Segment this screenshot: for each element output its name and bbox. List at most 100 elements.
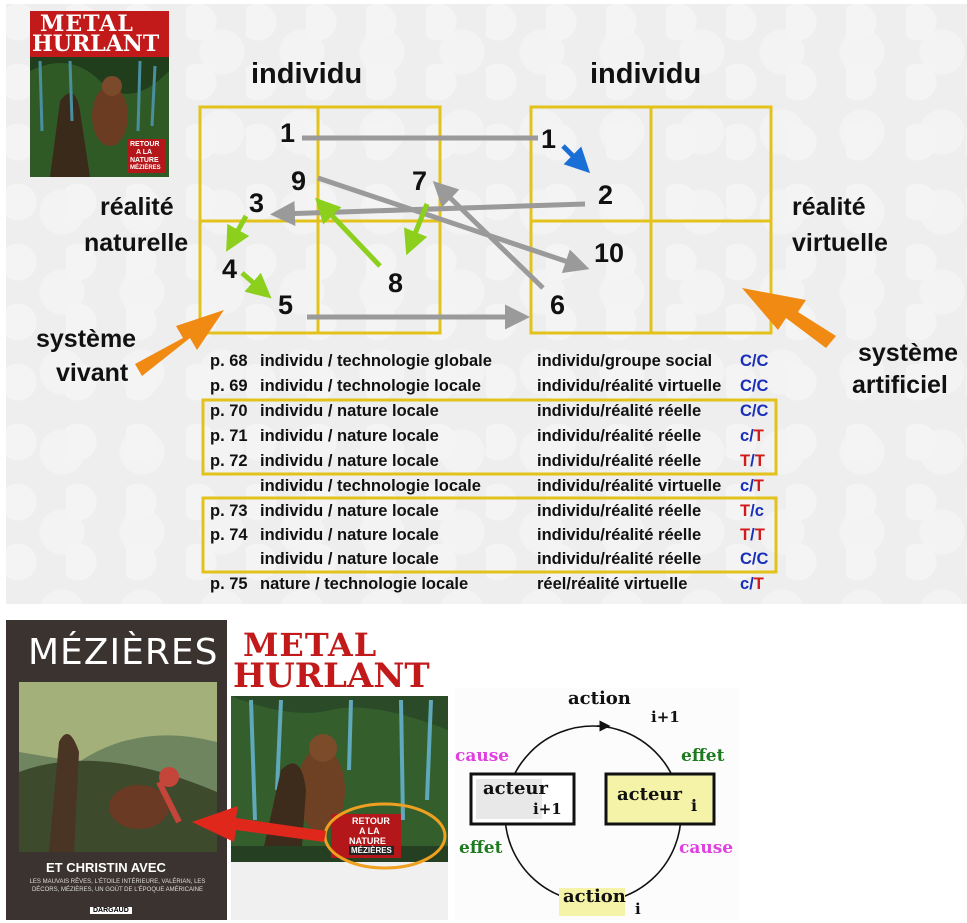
row-code-first: T xyxy=(740,502,751,520)
metal-large-badge-1: RETOUR xyxy=(352,816,390,826)
cycle-effet-left: effet xyxy=(459,838,503,858)
row-code: C/C xyxy=(740,352,768,371)
row-code: c/T xyxy=(740,477,764,496)
arrow-1-to-2-blue xyxy=(561,144,591,174)
row-relation-a: individu / nature locale xyxy=(260,526,439,544)
row-code-sep: / xyxy=(751,402,757,420)
row-relation-b: individu/réalité virtuelle xyxy=(537,477,722,495)
row-code-second: T xyxy=(753,427,764,445)
mezieres-blurb: LES MAUVAIS RÊVES, L'ÉTOILE INTÉRIEURE, … xyxy=(29,879,206,893)
row-relation-b: individu/réalité réelle xyxy=(537,402,702,420)
node-7: 7 xyxy=(412,166,428,196)
grid-right xyxy=(529,105,773,335)
row-relation-a: nature / technologie locale xyxy=(260,575,469,593)
metal-large-badge-3: NATURE xyxy=(349,836,386,846)
cycle-svg xyxy=(469,720,716,916)
row-code-first: c xyxy=(740,575,750,593)
arrow-8-to-9 xyxy=(315,197,382,268)
row-relation-b: individu/réalité réelle xyxy=(537,502,702,520)
green-arrows xyxy=(226,197,430,299)
actor-right-sub: i xyxy=(691,796,698,815)
row-code: C/C xyxy=(740,377,768,396)
row-page: p. 72 xyxy=(210,452,248,470)
actor-right-label: acteur xyxy=(617,784,682,805)
badge-highlight-ellipse xyxy=(323,802,447,870)
row-code-sep: / xyxy=(751,352,757,370)
label-realite-virtuelle-2: virtuelle xyxy=(792,229,888,257)
header-individu-left: individu xyxy=(251,58,363,90)
cycle-action-top: action xyxy=(568,688,631,709)
node-6: 6 xyxy=(550,290,566,320)
row-relation-a: individu / technologie locale xyxy=(260,377,481,395)
label-systeme-vivant-1: système xyxy=(36,325,137,353)
row-code-first: C xyxy=(740,352,752,370)
row-code-first: C xyxy=(740,402,752,420)
grid-arrows-layer xyxy=(135,105,836,574)
mezieres-title: MÉZIÈRES xyxy=(28,632,219,673)
row-code: C/C xyxy=(740,402,768,421)
orange-arrow-right xyxy=(742,288,836,348)
arrow-4-to-5 xyxy=(240,271,272,299)
row-code-sep: / xyxy=(751,377,757,395)
cycle-action-top-sub: i+1 xyxy=(651,708,680,726)
row-page: p. 68 xyxy=(210,352,248,370)
row-page: p. 73 xyxy=(210,502,248,520)
cover-badge-line3: NATURE xyxy=(130,157,159,164)
row-code-first: T xyxy=(740,452,751,470)
row-relation-a: individu / nature locale xyxy=(260,427,439,445)
row-relation-b: individu/réalité réelle xyxy=(537,526,702,544)
row-code-first: T xyxy=(740,526,751,544)
row-code-second: T xyxy=(754,526,765,544)
cycle-cause-right: cause xyxy=(679,838,734,858)
row-code-first: c xyxy=(740,477,750,495)
row-code-second: T xyxy=(753,477,764,495)
node-2: 2 xyxy=(598,180,614,210)
row-relation-a: individu / nature locale xyxy=(260,402,439,420)
orange-arrow-left xyxy=(135,310,224,376)
row-code-first: C xyxy=(740,377,752,395)
row-relation-a: individu / nature locale xyxy=(260,550,439,568)
row-code-sep: / xyxy=(749,427,754,445)
orange-arrows xyxy=(135,288,836,376)
label-systeme-vivant-2: vivant xyxy=(56,359,129,387)
cover-title-line1: METAL xyxy=(40,11,134,37)
label-systeme-artificiel-1: système xyxy=(858,339,959,367)
arrow-9-to-10 xyxy=(317,175,590,274)
label-realite-naturelle-2: naturelle xyxy=(84,229,189,257)
metal-large-title-1: METAL xyxy=(243,626,378,664)
cycle-action-bottom-sub: i xyxy=(635,900,641,918)
row-code-sep: / xyxy=(750,526,755,544)
row-code-second: c xyxy=(754,502,764,520)
arrow-7-to-8 xyxy=(404,203,430,256)
cover-badge-line2: A LA xyxy=(136,149,153,156)
node-4: 4 xyxy=(222,254,238,284)
row-relation-b: individu/groupe social xyxy=(537,352,713,370)
row-relation-a: individu / technologie locale xyxy=(260,477,481,495)
row-code-sep: / xyxy=(750,452,755,470)
row-code: c/T xyxy=(740,575,764,594)
row-relation-b: réel/réalité virtuelle xyxy=(537,575,688,593)
metal-large-badge-2: A LA xyxy=(359,826,380,836)
row-page: p. 69 xyxy=(210,377,248,395)
row-code: C/C xyxy=(740,550,768,569)
row-code-first: c xyxy=(740,427,750,445)
action-cycle-panel: action i+1 cause effet acteur i+1 acteur… xyxy=(455,688,738,920)
row-relation-a: individu / nature locale xyxy=(260,452,439,470)
label-realite-virtuelle-1: réalité xyxy=(792,193,866,221)
header-individu-right: individu xyxy=(590,58,702,90)
cover-badge-line4: MÉZIÈRES xyxy=(130,165,161,171)
grey-arrows xyxy=(270,135,590,330)
row-code-second: T xyxy=(754,452,765,470)
table-boxes xyxy=(201,398,778,574)
row-code-second: C xyxy=(756,377,769,395)
row-relation-b: individu/réalité réelle xyxy=(537,427,702,445)
arrow-6-to-7 xyxy=(432,181,545,290)
cover-title-line2: HURLANT xyxy=(32,31,160,57)
row-code-first: C xyxy=(740,550,752,568)
actor-left-sub: i+1 xyxy=(533,800,562,818)
mezieres-cover: MÉZIÈRES ET CHRISTIN AVEC LES MAUVAIS RÊ… xyxy=(6,620,227,920)
cycle-effet-right: effet xyxy=(681,746,725,766)
row-relation-a: individu / nature locale xyxy=(260,502,439,520)
publisher-logo: DARGAUD xyxy=(90,907,132,914)
label-realite-naturelle-1: réalité xyxy=(100,193,174,221)
